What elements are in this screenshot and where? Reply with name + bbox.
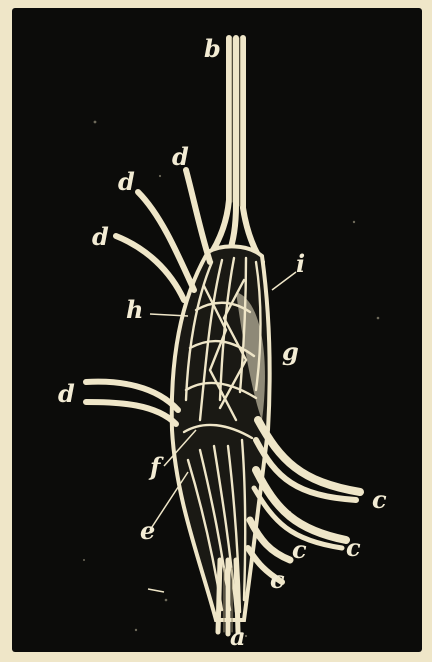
label-c-lower: c — [292, 535, 307, 564]
label-i: i — [296, 249, 305, 278]
label-d-lower: d — [58, 379, 75, 408]
label-b: b — [204, 34, 221, 63]
label-g: g — [282, 337, 299, 366]
label-d-top-right: d — [172, 142, 189, 171]
label-e: e — [140, 516, 155, 545]
label-d-mid: d — [92, 222, 109, 251]
label-c-mid: c — [346, 533, 361, 562]
label-h: h — [126, 295, 143, 324]
label-a: a — [230, 622, 246, 651]
label-c-top: c — [372, 485, 387, 514]
label-d-upper: d — [118, 167, 135, 196]
label-c-bottom: c — [270, 565, 285, 594]
